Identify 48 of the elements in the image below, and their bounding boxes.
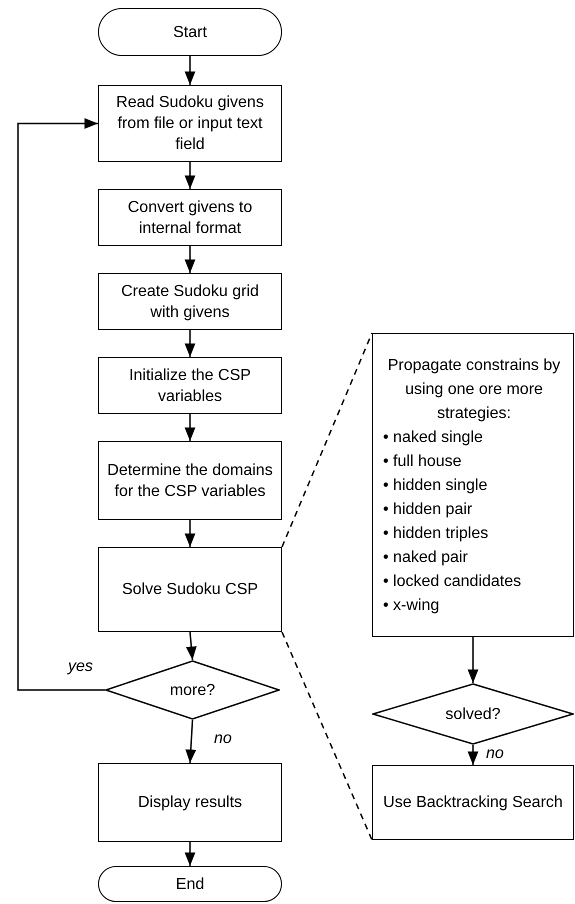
process-box <box>98 357 282 414</box>
node-label: more? <box>170 680 216 700</box>
arrow <box>184 842 196 866</box>
node-label: Create Sudoku grid with givens <box>120 282 260 322</box>
decision-diamond <box>372 683 574 745</box>
list-item: • x-wing <box>383 596 440 616</box>
node-label: Initialize the CSP variables <box>128 366 252 406</box>
process-box <box>98 273 282 330</box>
arrow <box>184 520 196 547</box>
arrow <box>184 162 196 189</box>
node-label: solved? <box>445 704 501 724</box>
node-label: Start <box>173 22 207 42</box>
terminal-shape <box>98 8 282 56</box>
dashed-callout-line <box>281 332 373 548</box>
arrow <box>185 720 196 764</box>
decision-diamond <box>105 660 280 720</box>
terminal-shape <box>98 866 282 902</box>
arrow <box>184 56 196 85</box>
arrow <box>468 745 478 765</box>
arrow <box>184 246 196 273</box>
node-label: Determine the domains for the CSP variables <box>106 460 274 502</box>
process-box <box>98 441 282 520</box>
node-label: Read Sudoku givens from file or input text field <box>115 93 265 155</box>
node-label: Solve Sudoku CSP <box>122 580 258 600</box>
arrow <box>17 118 105 691</box>
node-label: Use Backtracking Search <box>383 793 563 813</box>
list-item: • locked candidates <box>383 572 522 592</box>
dashed-callout-line <box>281 632 373 840</box>
arrow <box>184 330 196 357</box>
node-label: End <box>176 874 204 894</box>
list-item: • full house <box>383 452 463 472</box>
list-item: • naked single <box>383 428 484 448</box>
list-item: • hidden pair <box>383 500 474 520</box>
process-box <box>372 765 574 840</box>
process-box <box>98 763 282 842</box>
arrow <box>186 632 197 660</box>
arrow <box>468 637 478 683</box>
list-item: • naked pair <box>383 548 469 568</box>
process-box <box>98 547 282 632</box>
strategy-panel <box>372 333 574 637</box>
process-box <box>98 189 282 246</box>
process-box <box>98 85 282 162</box>
node-label: Display results <box>138 793 242 813</box>
list-item: • hidden triples <box>383 524 490 544</box>
list-item: • hidden single <box>383 476 488 496</box>
arrow <box>184 414 196 441</box>
panel-heading: Propagate constrains by using one ore more strategies: <box>386 356 562 424</box>
node-label: Convert givens to internal format <box>126 198 254 238</box>
